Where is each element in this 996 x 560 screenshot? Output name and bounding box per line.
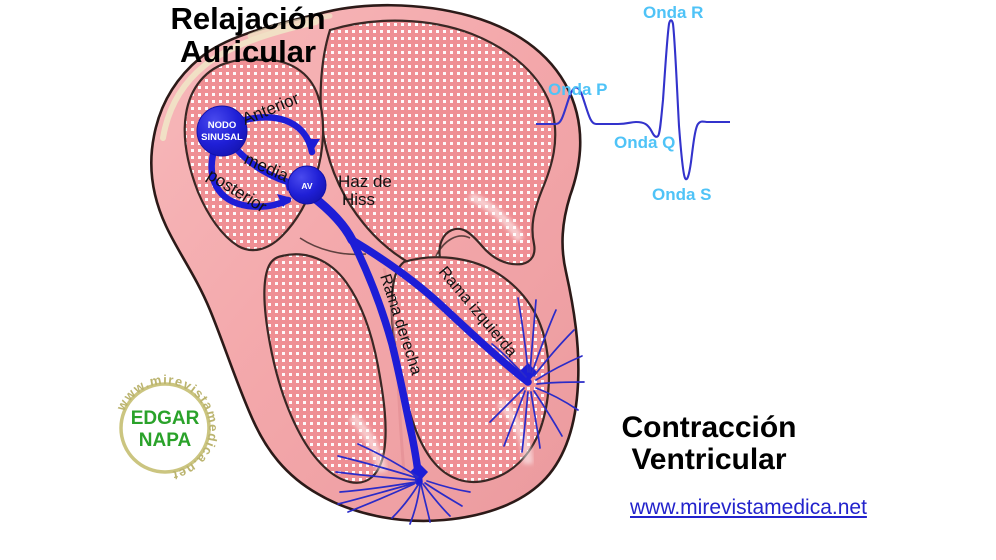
av-node-label: AV	[301, 181, 313, 191]
watermark-center-line2: NAPA	[139, 430, 192, 451]
label-bundle-of-his-line2: Hiss	[342, 190, 375, 209]
atrial-appendage-detail	[435, 235, 471, 257]
right-atrium-inner-highlight	[468, 191, 524, 243]
right-bundle-branch	[348, 236, 423, 486]
sinus-node: NODO SINUSAL	[196, 105, 248, 157]
epicardium-highlight	[160, 19, 319, 141]
epicardium-highlight-2	[247, 13, 333, 39]
purkinje-network-left	[489, 297, 585, 453]
watermark-center-line1: EDGAR	[131, 408, 200, 429]
ecg-labels: Onda P Onda Q Onda R Onda S	[548, 3, 712, 204]
internodal-tract-anterior-arrow	[304, 139, 320, 152]
ecg-label-onda-s: Onda S	[652, 185, 712, 204]
sinus-node-label-line1: NODO	[208, 120, 237, 131]
watermark-ring	[119, 382, 211, 474]
ecg-label-onda-q: Onda Q	[614, 133, 675, 152]
purkinje-network-right	[335, 443, 471, 525]
label-bundle-of-his-line1: Haz de	[338, 172, 392, 191]
ecg-label-onda-r: Onda R	[643, 3, 703, 22]
heading-ventricular-contraction: Contracción Ventricular	[621, 411, 797, 477]
website-link[interactable]: www.mirevistamedica.net	[630, 496, 867, 519]
watermark-logo: www.mirevistamedica.net EDGAR NAPA	[113, 372, 220, 484]
ecg-waveform	[536, 19, 730, 181]
heading-atrial-relaxation: Relajación Auricular	[170, 1, 326, 70]
internodal-tract-posterior	[208, 140, 292, 210]
av-node: AV	[287, 165, 327, 205]
left-bundle-branch	[348, 236, 532, 386]
internodal-tract-posterior-arrow	[277, 194, 292, 207]
ecg-trace-group	[536, 19, 730, 181]
sinus-node-label-line2: SINUSAL	[201, 132, 243, 143]
ecg-label-onda-p: Onda P	[548, 80, 608, 99]
conduction-system: NODO SINUSAL AV	[196, 105, 585, 525]
